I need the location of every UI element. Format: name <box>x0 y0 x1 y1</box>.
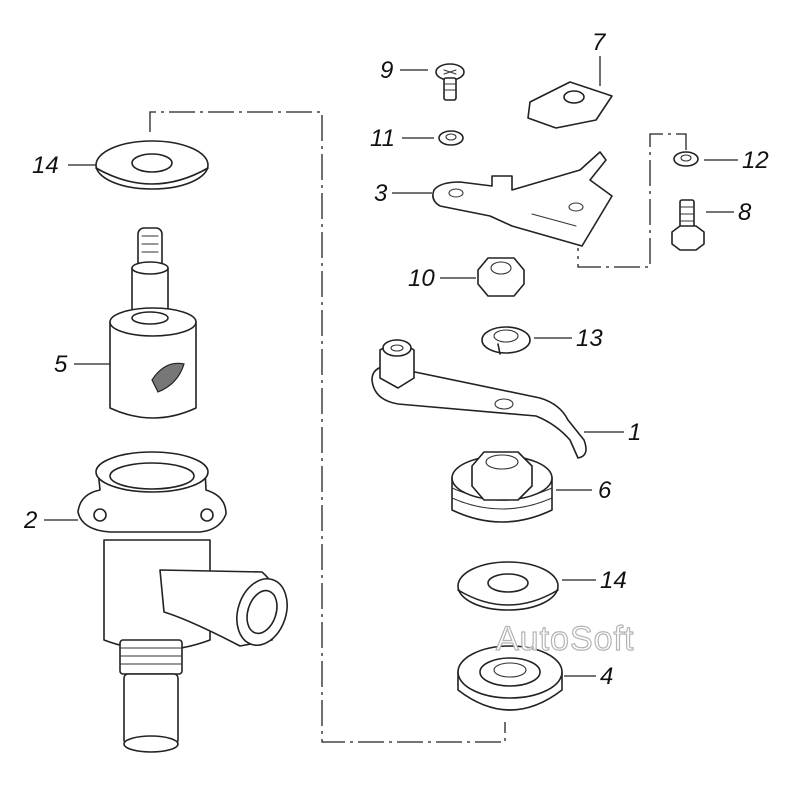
part-7-clip <box>527 81 613 129</box>
bolt-bracket-line <box>577 133 687 268</box>
part-6-hex-cap <box>451 451 553 523</box>
callout-13: 13 <box>576 325 603 352</box>
assembly-dashed-line <box>149 111 506 743</box>
callout-7: 7 <box>592 29 607 56</box>
leader-lines <box>44 56 738 677</box>
callout-1: 1 <box>628 419 641 446</box>
callout-6: 6 <box>598 477 612 504</box>
part-12-lock-washer <box>673 151 699 167</box>
watermark-text: AutoSoft <box>496 620 634 658</box>
part-10-nut <box>477 257 525 297</box>
callout-8: 8 <box>738 199 752 226</box>
callout-12: 12 <box>742 147 769 174</box>
part-14-washer-top <box>95 140 209 190</box>
callout-labels: 14 5 2 9 7 11 3 12 8 10 13 1 6 14 4 <box>23 29 769 690</box>
callout-5: 5 <box>54 351 68 378</box>
part-3-bracket <box>432 151 613 247</box>
part-14-washer-bottom <box>457 561 559 611</box>
callout-3: 3 <box>374 180 388 207</box>
callout-4: 4 <box>600 663 613 690</box>
callout-9: 9 <box>380 57 393 84</box>
callout-11: 11 <box>370 125 395 152</box>
part-9-screw <box>435 63 465 101</box>
part-4-seal <box>457 645 563 711</box>
part-13-spring-washer <box>481 326 531 355</box>
callout-14-top: 14 <box>32 152 59 179</box>
part-5-valve-plug <box>109 227 197 419</box>
callout-10: 10 <box>408 265 435 292</box>
callout-14-bottom: 14 <box>600 567 627 594</box>
part-1-lever <box>371 339 587 459</box>
part-2-valve-body <box>77 451 288 753</box>
part-11-lock-washer <box>438 130 464 146</box>
part-8-bolt <box>671 199 705 251</box>
callout-2: 2 <box>23 507 37 534</box>
